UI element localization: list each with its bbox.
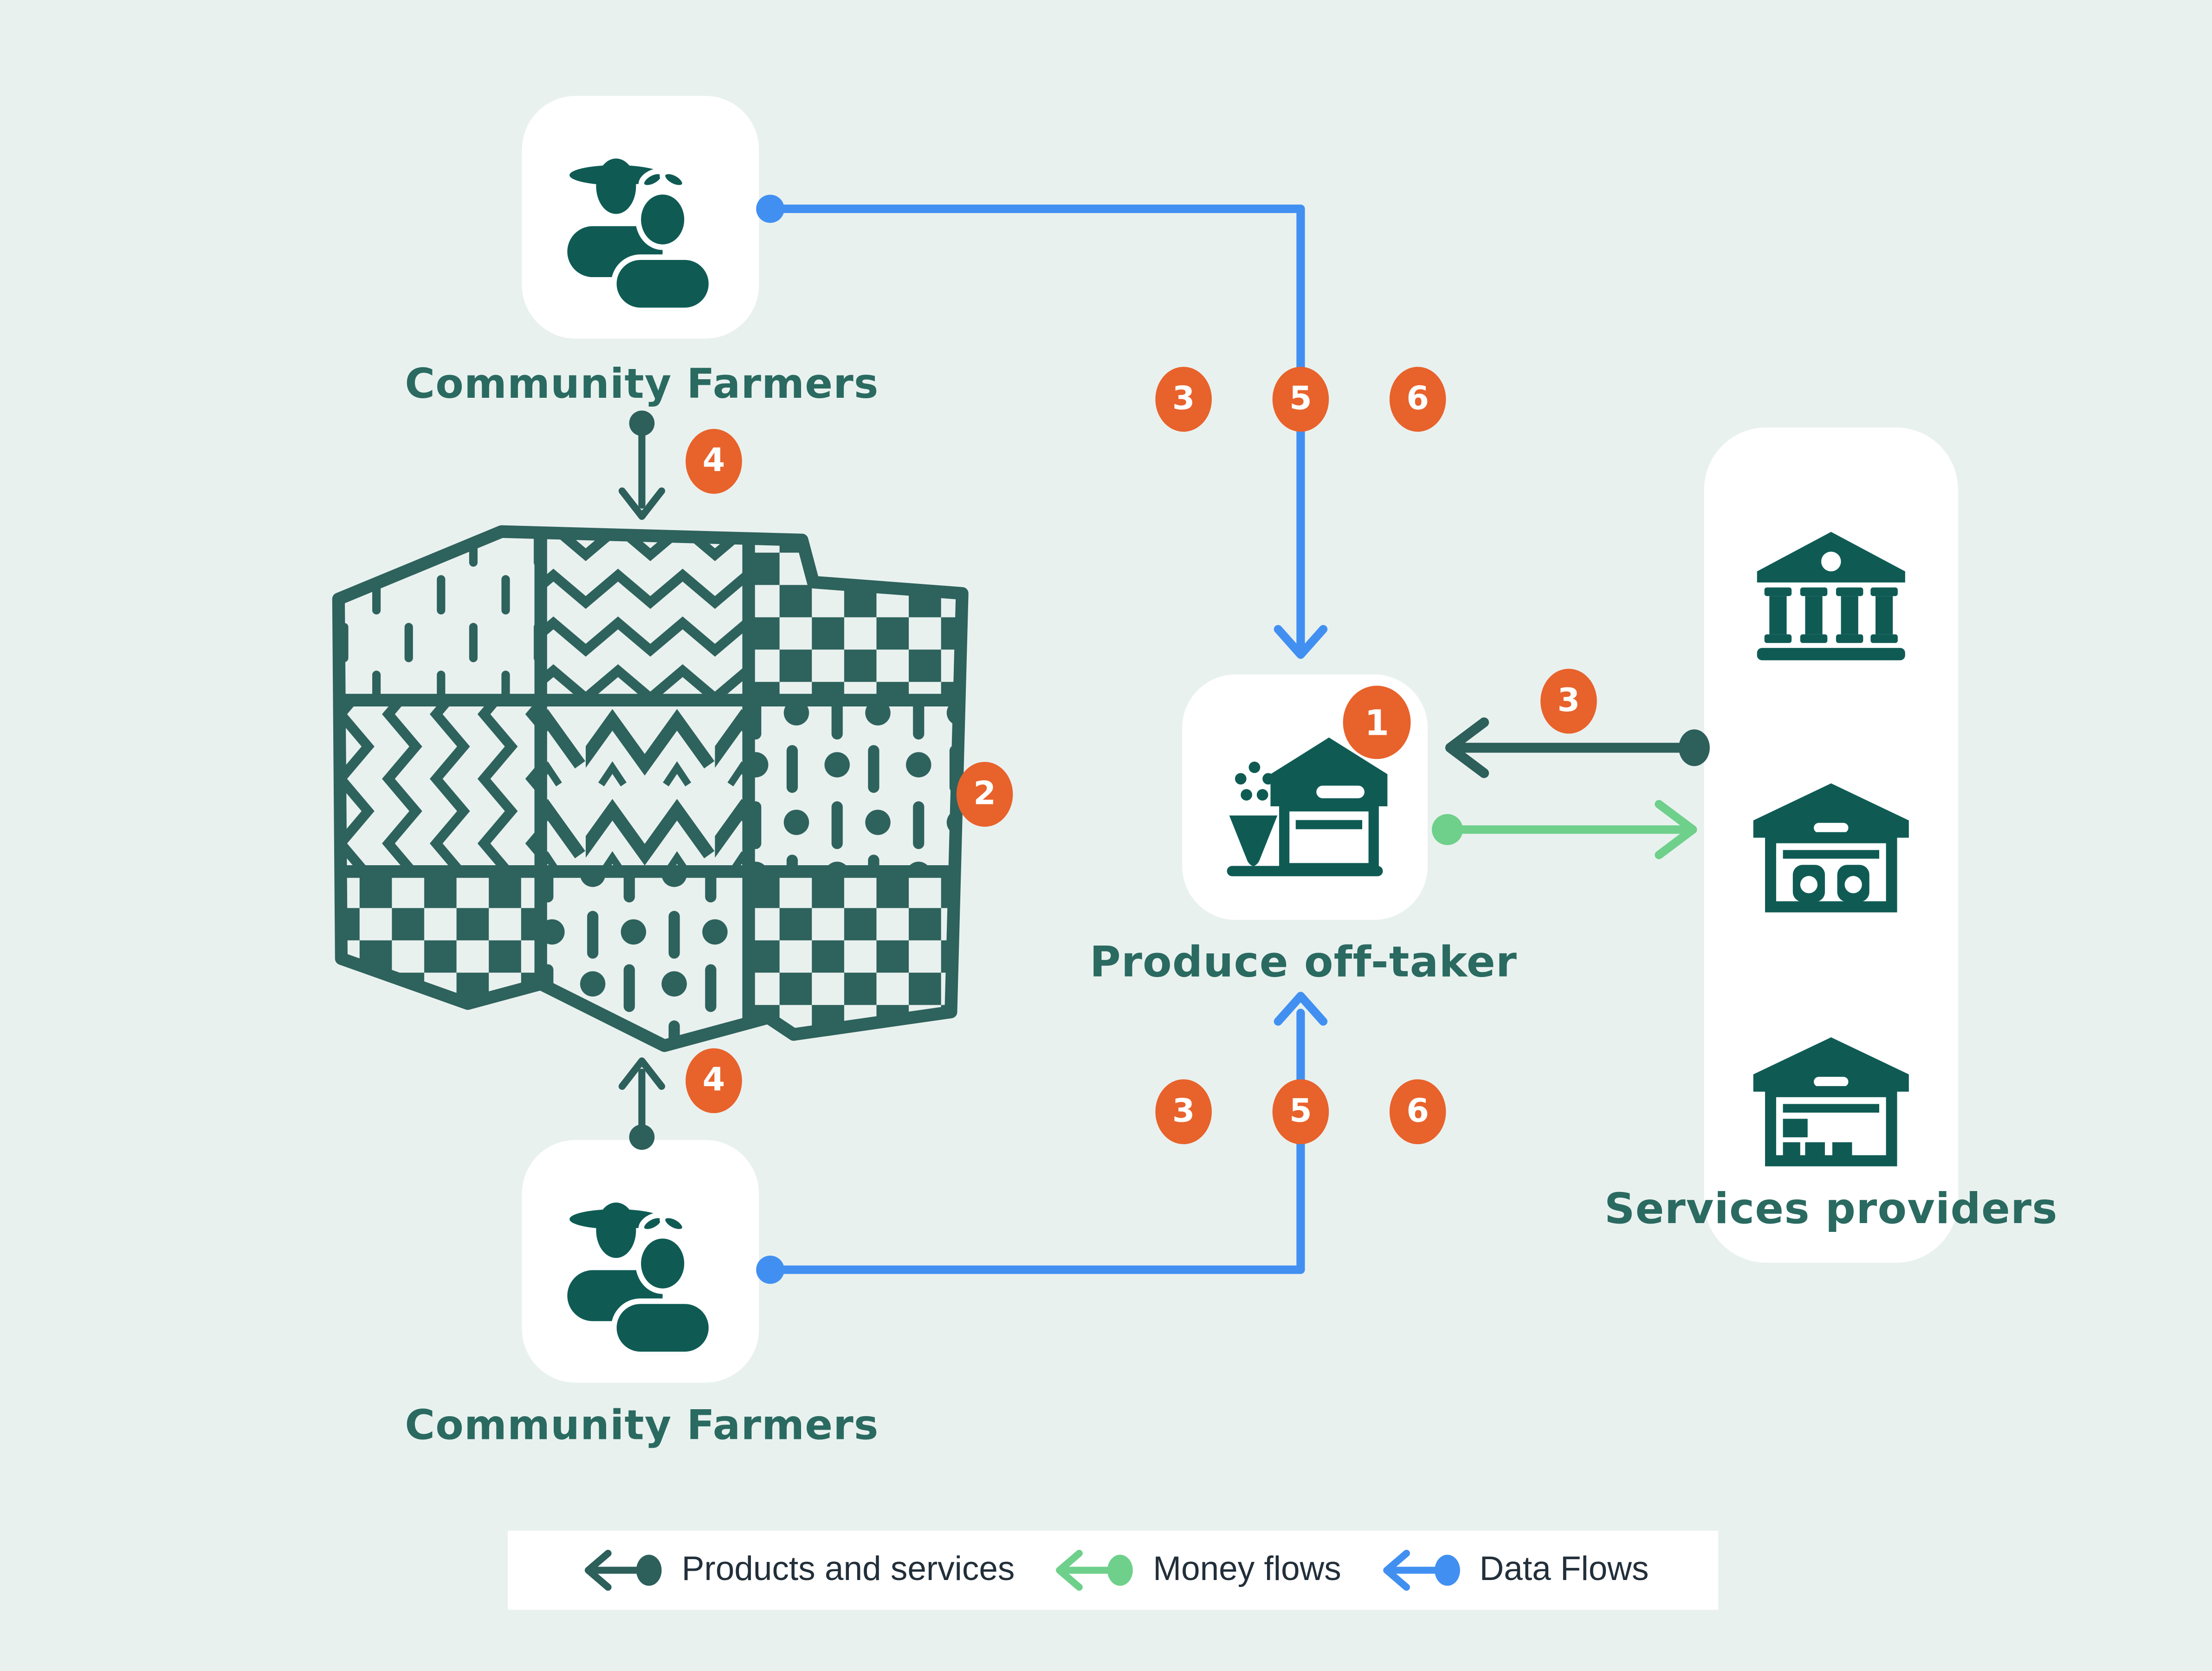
badge-data-top-3: 6: [1389, 367, 1446, 432]
map-cell-checker: [749, 531, 963, 700]
badge-data-bottom-3: 6: [1389, 1079, 1446, 1145]
farmers-icon: [567, 1202, 714, 1354]
map-cell-herringbone-v: [338, 700, 541, 872]
map-cell-zigzag: [541, 700, 749, 872]
badge-data-bottom-2: 5: [1272, 1079, 1329, 1145]
shop-jars-icon: [1753, 783, 1909, 913]
money-flow-connector: [1443, 800, 1697, 860]
badge-data-top-1: 3: [1155, 367, 1212, 432]
farmers-top-label: Community Farmers: [405, 360, 879, 408]
badge-map-bottom: 4: [686, 1048, 742, 1114]
farmers-top-to-map-arrow: [618, 420, 666, 520]
badge-data-bottom-1: 3: [1155, 1079, 1212, 1145]
farmers-icon: [567, 158, 714, 311]
badge-map-top: 4: [686, 429, 742, 494]
legend-bar: Products and services Money flows Data F…: [508, 1530, 1719, 1610]
money-flow-dot: [1432, 814, 1463, 845]
legend-item-products: Products and services: [577, 1543, 1015, 1597]
map-cell-dots-bars: [749, 700, 963, 872]
services-providers-card: [1704, 427, 1958, 1263]
map-cell-herringbone: [541, 531, 749, 700]
produce-offtaker-label: Produce off-taker: [1089, 938, 1518, 988]
legend-label-data: Data Flows: [1479, 1550, 1649, 1589]
farmers-bottom-card: [522, 1140, 759, 1383]
money-arrow-icon: [1056, 1549, 1133, 1591]
map-cell-dashes: [338, 531, 541, 700]
legend-label-money: Money flows: [1153, 1550, 1341, 1589]
badge-data-top-2: 5: [1272, 367, 1329, 432]
badge-map-side: 2: [956, 762, 1013, 827]
bank-icon: [1757, 531, 1905, 661]
legend-item-data: Data Flows: [1375, 1543, 1649, 1597]
farmers-top-arrow-dot: [629, 410, 655, 436]
warehouse-boxes-icon: [1753, 1037, 1909, 1166]
legend-label-products: Products and services: [681, 1550, 1015, 1589]
data-flow-top-dot: [756, 194, 784, 223]
farmers-top-card: [522, 96, 759, 339]
data-flow-bottom-dot: [756, 1256, 784, 1284]
map-patchwork-cells: [338, 531, 963, 1046]
farmers-bottom-to-map-arrow: [618, 1057, 666, 1141]
services-providers-label: Services providers: [1604, 1185, 2058, 1235]
data-arrow-icon: [1383, 1549, 1460, 1591]
community-land-map: [332, 525, 969, 1052]
legend-item-money: Money flows: [1048, 1543, 1341, 1597]
produce-store-icon: [1227, 737, 1388, 876]
badge-produce: 1: [1343, 686, 1411, 759]
farmers-bottom-label: Community Farmers: [405, 1401, 879, 1449]
products-arrow-icon: [585, 1549, 662, 1591]
badge-services-route: 3: [1540, 668, 1597, 734]
